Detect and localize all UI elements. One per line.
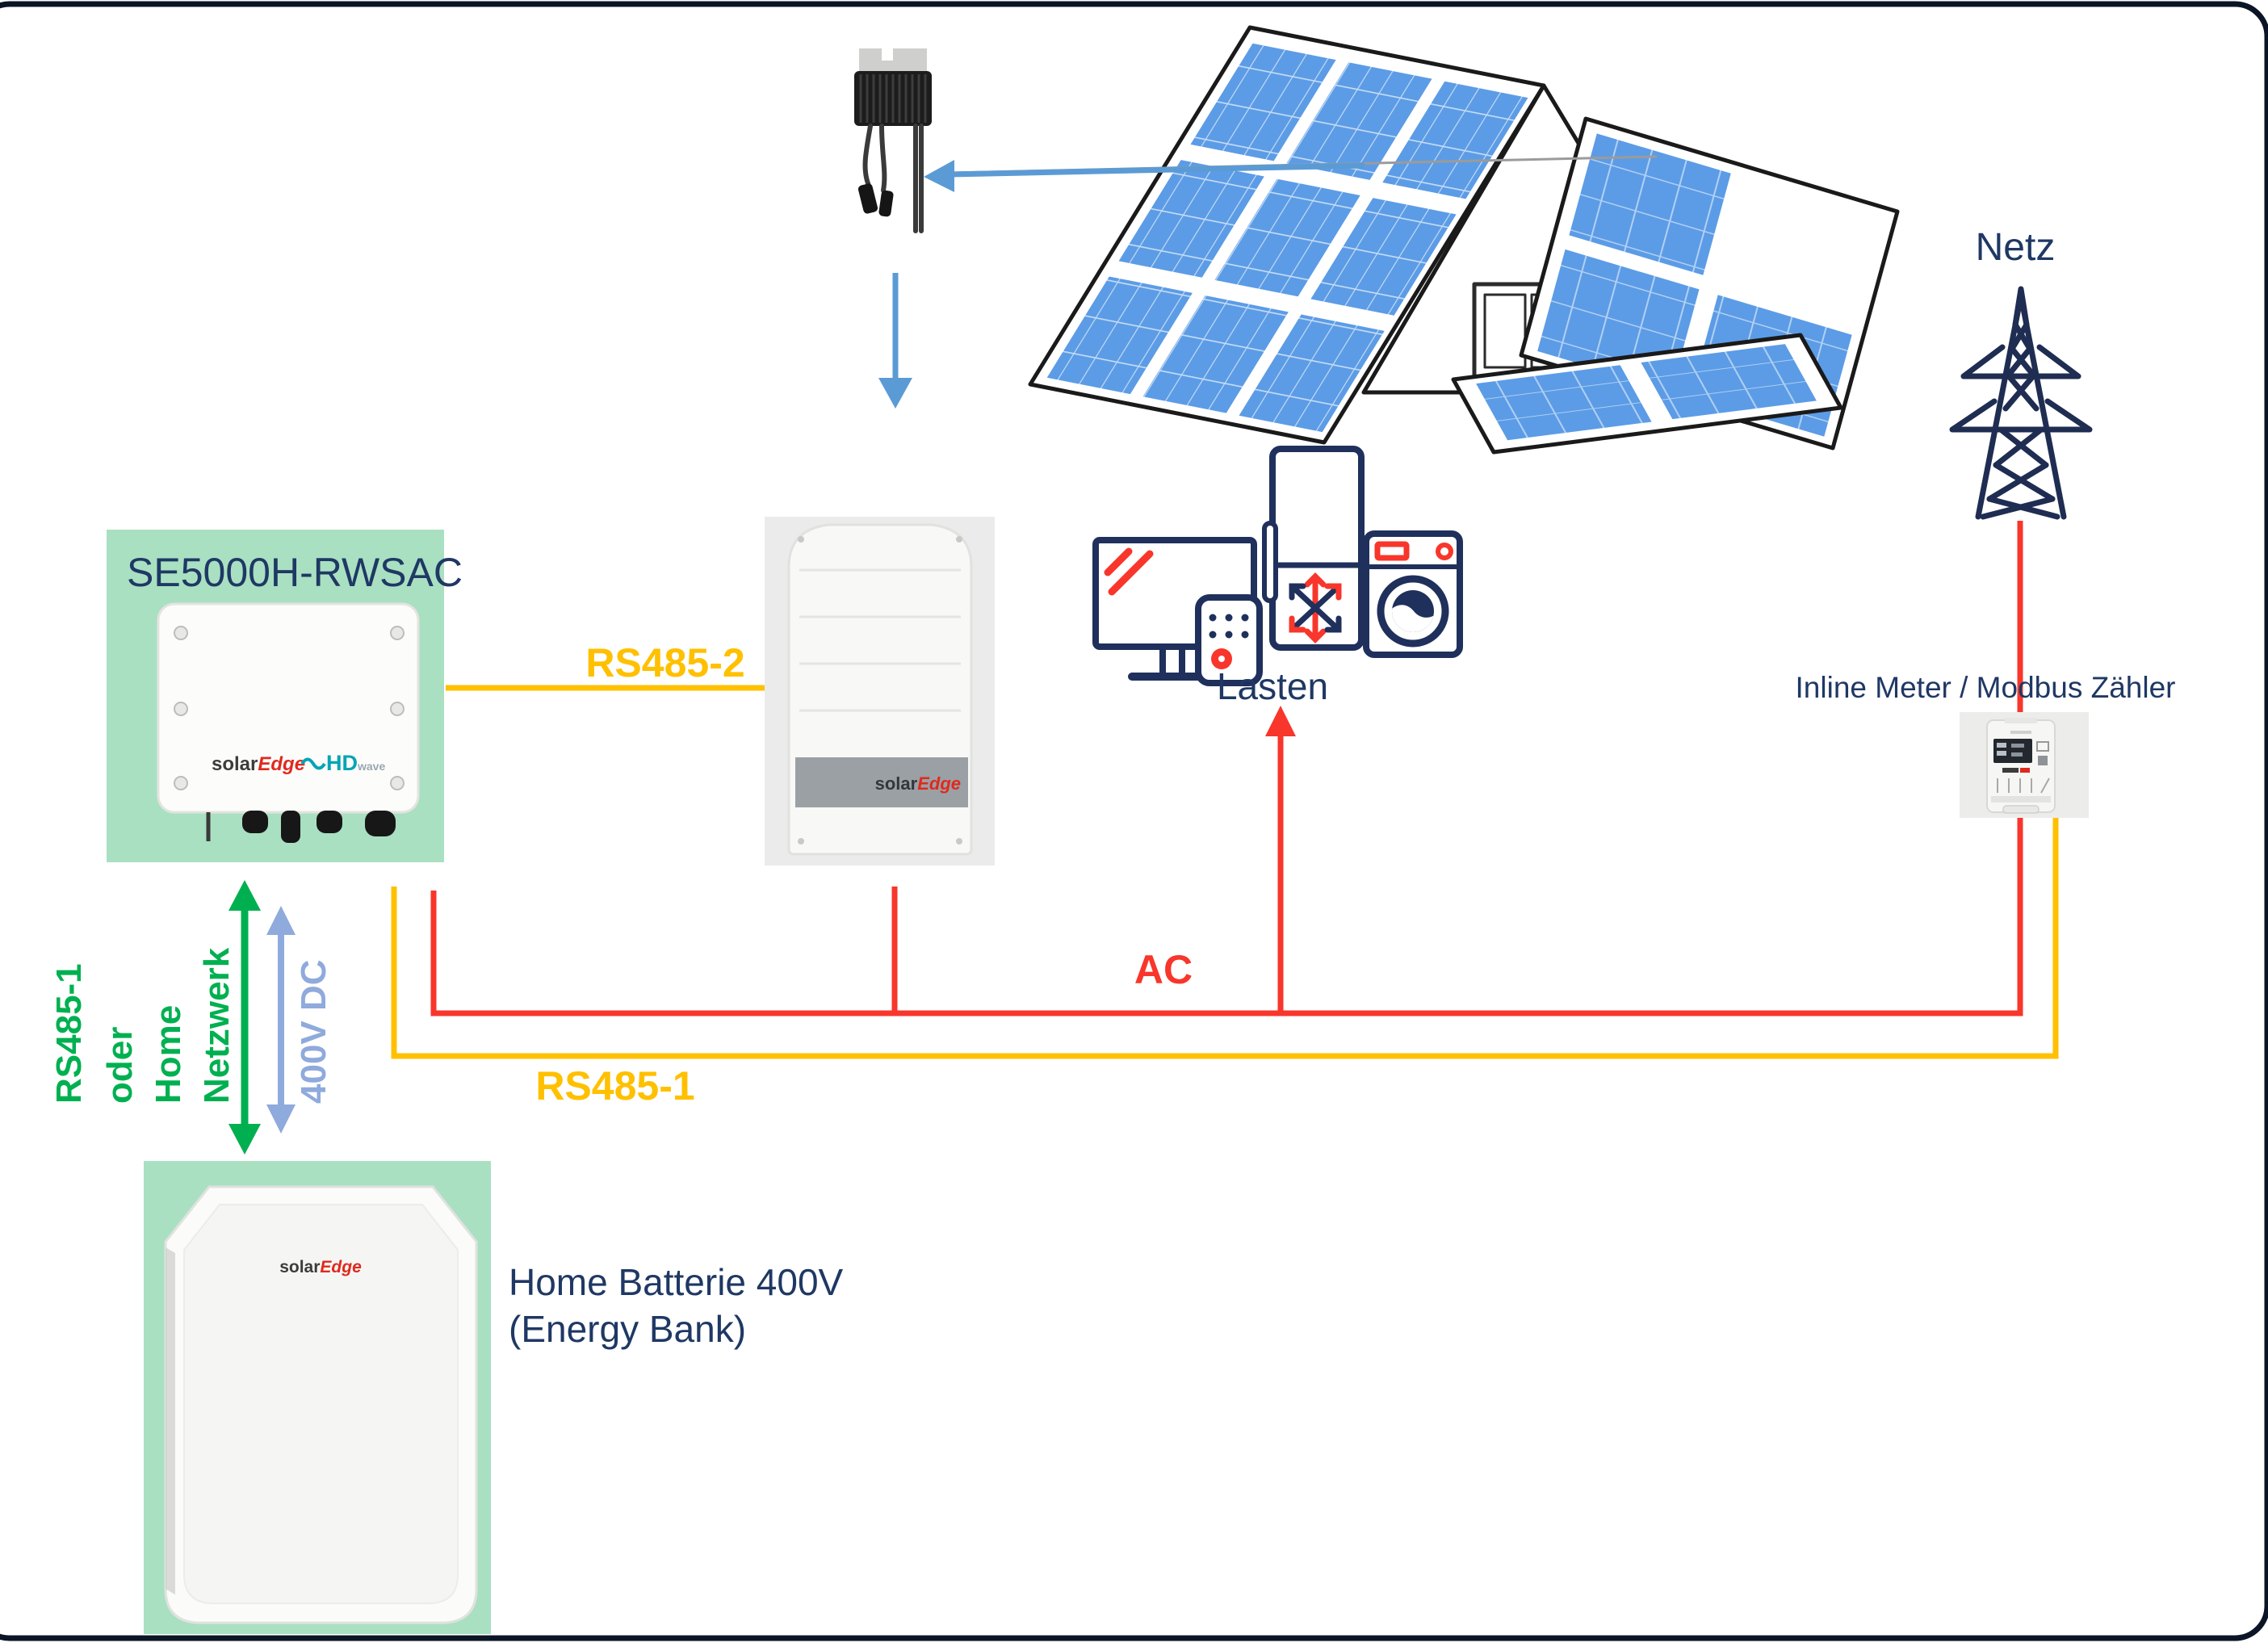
battery-link-labels: RS485-1 oder Home Netzwerk 400V DC — [49, 947, 333, 1104]
house-with-solar-panels — [1028, 25, 1900, 455]
link-label-line1: RS485-1 — [49, 963, 89, 1104]
fridge-icon — [1262, 446, 1365, 651]
hd-wave-inverter: solarEdge HDwave — [157, 602, 420, 843]
pv-array-low — [1472, 342, 1821, 442]
loads-label: Lasten — [1217, 665, 1328, 707]
panel-to-optimizer-arrow — [924, 155, 1658, 192]
grid-tower-icon — [1949, 286, 2093, 520]
power-optimizer — [854, 47, 932, 233]
three-phase-inverter: solarEdge — [765, 517, 995, 866]
home-battery-group: solarEdge Home Batterie 400V (Energy Ban… — [144, 1161, 844, 1634]
inline-meter-label: Inline Meter / Modbus Zähler — [1796, 671, 2176, 704]
ac-loads-arrowhead — [1265, 706, 1296, 736]
solaredge-logo: solarEdge — [212, 753, 305, 775]
battery-link-arrows — [228, 880, 296, 1155]
battery-label-line2: (Energy Bank) — [509, 1308, 746, 1350]
rs485-2-label: RS485-2 — [585, 640, 744, 685]
battery-device: solarEdge — [164, 1185, 478, 1624]
se5000h-group: SE5000H-RWSAC solarEdge HDwave — [107, 530, 463, 862]
inverter-brand-band — [795, 757, 968, 807]
washing-machine-icon — [1363, 530, 1463, 658]
optimizer-cables — [862, 124, 924, 233]
hd-wave-logo: HDwave — [326, 751, 385, 775]
rs485-lines — [391, 685, 2059, 1059]
solaredge-logo: solarEdge — [875, 773, 961, 794]
optimizer-to-inverter-arrow — [878, 273, 912, 409]
ac-lines — [430, 521, 2023, 1016]
inline-meter-group: Inline Meter / Modbus Zähler — [1796, 671, 2176, 818]
pv-array-left — [1042, 39, 1532, 436]
ac-label: AC — [1134, 947, 1193, 992]
link-label-line3: Home — [149, 1005, 188, 1104]
grid-label: Netz — [1976, 226, 2056, 269]
ac-bus — [430, 814, 2023, 1016]
dc-link-label: 400V DC — [294, 959, 333, 1104]
se5000h-title: SE5000H-RWSAC — [127, 550, 463, 595]
rs485-1-label: RS485-1 — [535, 1063, 694, 1109]
link-label-line4: Netzwerk — [197, 947, 237, 1104]
inverter-connectors — [206, 811, 396, 843]
battery-label-line1: Home Batterie 400V — [509, 1261, 844, 1303]
hd-wave-glyph — [300, 757, 326, 770]
modbus-meter-device — [1986, 718, 2056, 814]
rs485-1-bus — [391, 817, 2059, 1059]
solaredge-logo: solarEdge — [279, 1258, 362, 1276]
link-label-line2: oder — [100, 1027, 140, 1104]
remote-icon — [1195, 594, 1263, 686]
snowflake — [1289, 572, 1342, 643]
loads-group: Lasten — [1092, 446, 1463, 707]
